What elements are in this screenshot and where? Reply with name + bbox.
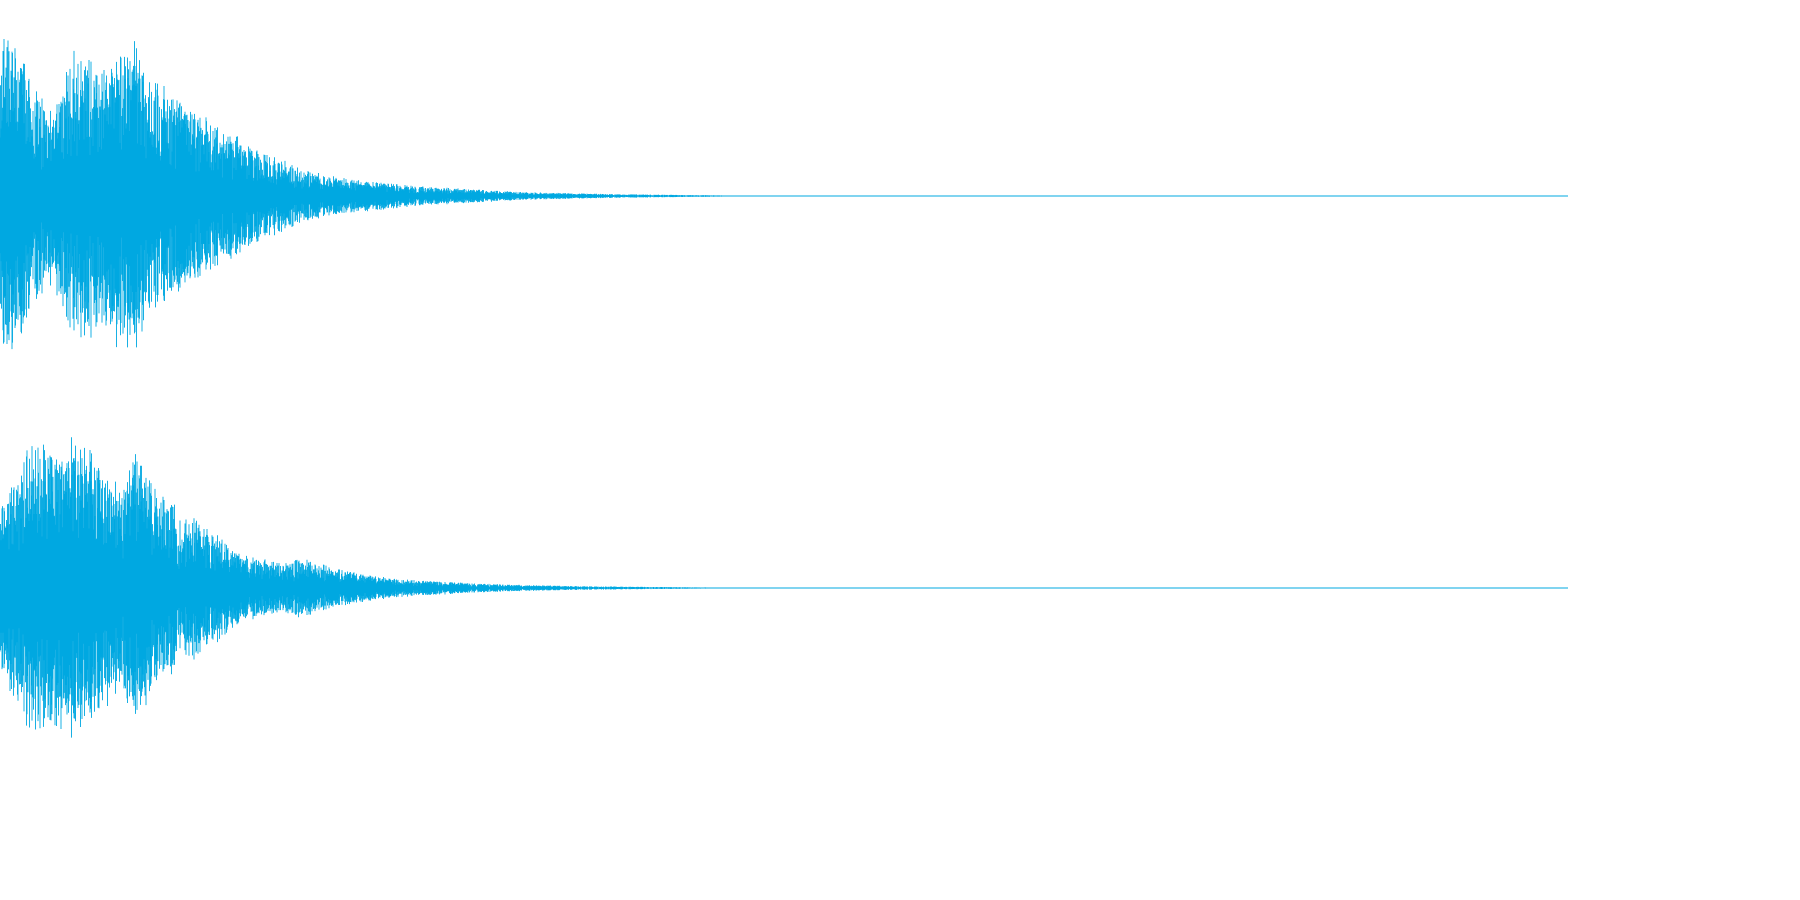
waveform-canvas <box>0 39 1568 738</box>
channel-right-waveform <box>0 437 1568 738</box>
waveform-display <box>0 39 1568 738</box>
channel-left-waveform <box>0 39 1568 350</box>
waveform-samples <box>0 437 734 738</box>
waveform-samples <box>0 39 725 350</box>
